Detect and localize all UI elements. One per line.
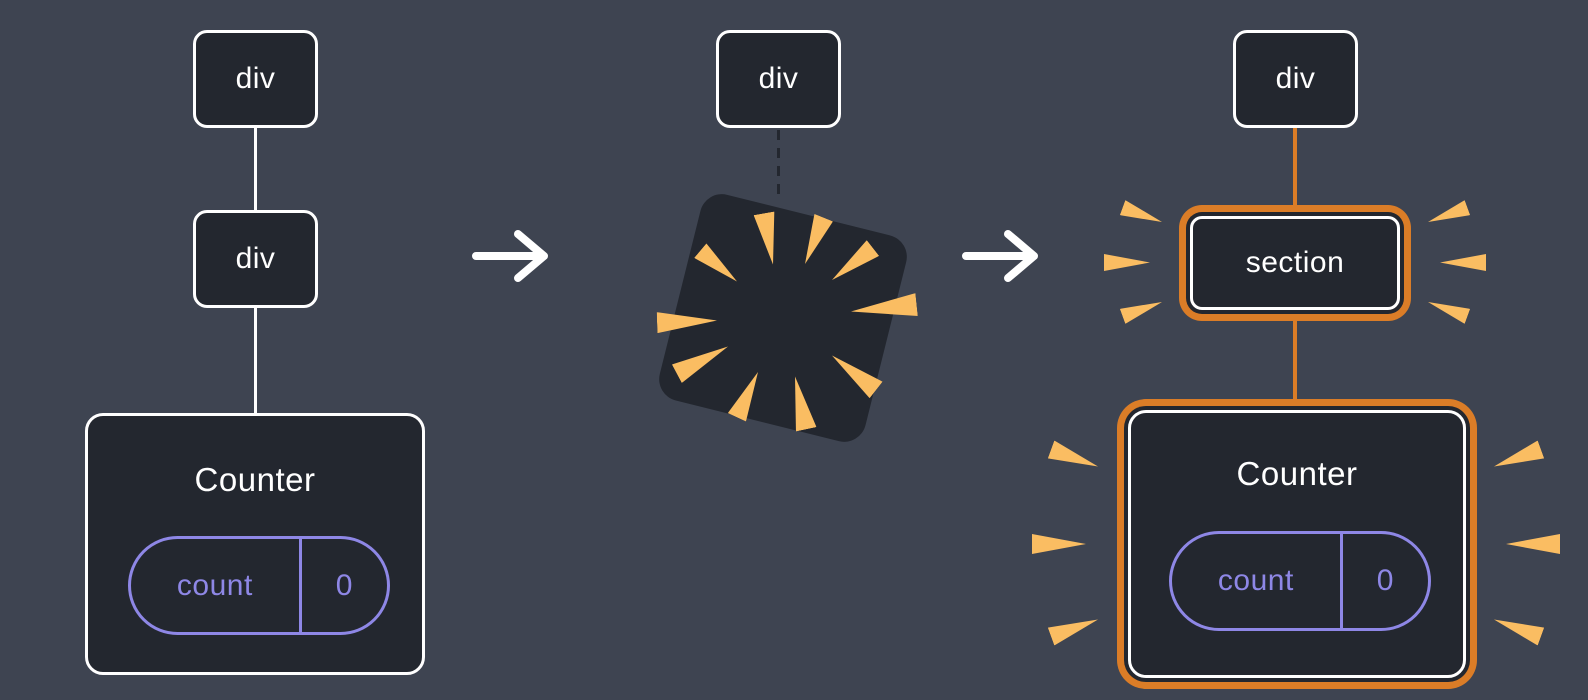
tree-node-div-root: div: [193, 30, 318, 128]
connector-line: [254, 126, 257, 214]
component-name: Counter: [1236, 455, 1358, 492]
node-label: div: [1275, 62, 1316, 95]
spark-icon: [1506, 534, 1560, 554]
node-label: div: [758, 62, 799, 95]
tree-node-section: section: [1190, 216, 1400, 310]
node-label: section: [1245, 246, 1345, 279]
tree-node-div-root: div: [716, 30, 841, 128]
spark-icon: [1120, 294, 1165, 323]
poof-icon: [654, 189, 912, 447]
spark-icon: [1425, 200, 1470, 229]
spark-icon: [1440, 254, 1486, 271]
spark-icon: [1032, 534, 1086, 554]
connector-line: [1293, 126, 1297, 208]
state-value: 0: [335, 568, 353, 602]
state-key: count: [1172, 534, 1343, 628]
tree-node-div-root: div: [1233, 30, 1358, 128]
spark-icon: [1491, 440, 1544, 475]
spark-icon: [1120, 200, 1165, 229]
tree-node-div-child: div: [193, 210, 318, 308]
arrow-right-icon: [962, 230, 1038, 282]
counter-component-node: Counter count 0: [85, 413, 425, 675]
spark-icon: [1491, 611, 1544, 646]
connector-line: [254, 306, 257, 416]
spark-icon: [1048, 440, 1101, 475]
state-value: 0: [1376, 564, 1394, 597]
connector-line: [1293, 316, 1297, 402]
state-key: count: [131, 539, 302, 632]
spark-icon: [1104, 254, 1150, 271]
spark-icon: [1425, 294, 1470, 323]
component-name: Counter: [194, 461, 316, 498]
arrow-right-icon: [472, 230, 548, 282]
node-label: div: [235, 242, 276, 275]
dashed-connector-line: [777, 130, 780, 194]
spark-icon: [1048, 611, 1101, 646]
counter-component-node: Counter count 0: [1128, 410, 1466, 678]
node-label: div: [235, 62, 276, 95]
state-pill: count 0: [128, 536, 390, 635]
state-pill: count 0: [1169, 531, 1431, 631]
